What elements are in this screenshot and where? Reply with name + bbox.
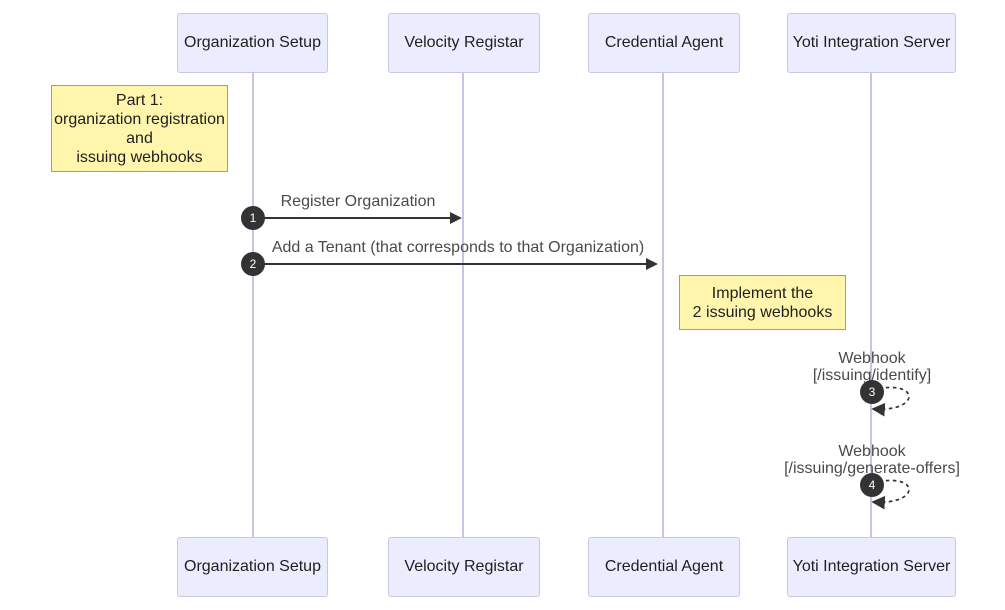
actor-label: Velocity Registar: [404, 34, 524, 51]
actor-label: Yoti Integration Server: [792, 34, 951, 51]
message-label-line: Webhook: [838, 443, 906, 460]
message-3-label: Webhook [/issuing/identify]: [762, 350, 982, 384]
message-1-label: Register Organization: [280, 193, 436, 210]
actor-label: Organization Setup: [184, 558, 321, 575]
message-2-line: [253, 263, 647, 265]
lifeline-credential-agent: [662, 73, 664, 537]
actor-bottom-velocity-registar: Velocity Registar: [388, 537, 540, 597]
actor-top-velocity-registar: Velocity Registar: [388, 13, 540, 73]
lifeline-organization-setup: [252, 73, 254, 537]
message-4-selfloop-arrow: [871, 479, 910, 510]
lifeline-yoti-integration-server: [870, 73, 872, 537]
note-line: issuing webhooks: [76, 148, 203, 166]
message-4-label: Webhook [/issuing/generate-offers]: [762, 443, 982, 477]
message-1-arrowhead-icon: [450, 212, 462, 224]
actor-label: Velocity Registar: [404, 558, 524, 575]
message-2-seq-badge: 2: [241, 252, 265, 276]
message-3-seq-badge: 3: [860, 380, 884, 404]
lifeline-velocity-registar: [462, 73, 464, 537]
note-implement-webhooks: Implement the 2 issuing webhooks: [679, 275, 846, 330]
message-2-arrowhead-icon: [646, 258, 658, 270]
actor-top-credential-agent: Credential Agent: [588, 13, 740, 73]
message-1-line: [253, 217, 451, 219]
note-part-1: Part 1: organization registration and is…: [51, 85, 228, 172]
actor-top-organization-setup: Organization Setup: [177, 13, 328, 73]
message-label-line: [/issuing/generate-offers]: [784, 460, 960, 477]
message-4-seq-badge: 4: [860, 473, 884, 497]
actor-label: Organization Setup: [184, 34, 321, 51]
actor-bottom-yoti-integration-server: Yoti Integration Server: [787, 537, 956, 597]
message-2-label: Add a Tenant (that corresponds to that O…: [271, 239, 645, 256]
actor-label: Credential Agent: [604, 558, 724, 575]
actor-label: Credential Agent: [604, 34, 724, 51]
message-label-line: [/issuing/identify]: [812, 367, 932, 384]
actor-label: Yoti Integration Server: [792, 558, 951, 575]
message-1-seq-badge: 1: [241, 206, 265, 230]
note-line: Part 1:: [115, 91, 164, 109]
message-3-selfloop-arrow: [871, 386, 910, 417]
actor-top-yoti-integration-server: Yoti Integration Server: [787, 13, 956, 73]
message-label-line: Webhook: [838, 350, 906, 367]
note-line: 2 issuing webhooks: [692, 303, 833, 321]
actor-bottom-credential-agent: Credential Agent: [588, 537, 740, 597]
note-line: organization registration: [54, 110, 225, 128]
note-line: Implement the: [711, 284, 814, 302]
note-line: and: [126, 129, 153, 147]
actor-bottom-organization-setup: Organization Setup: [177, 537, 328, 597]
